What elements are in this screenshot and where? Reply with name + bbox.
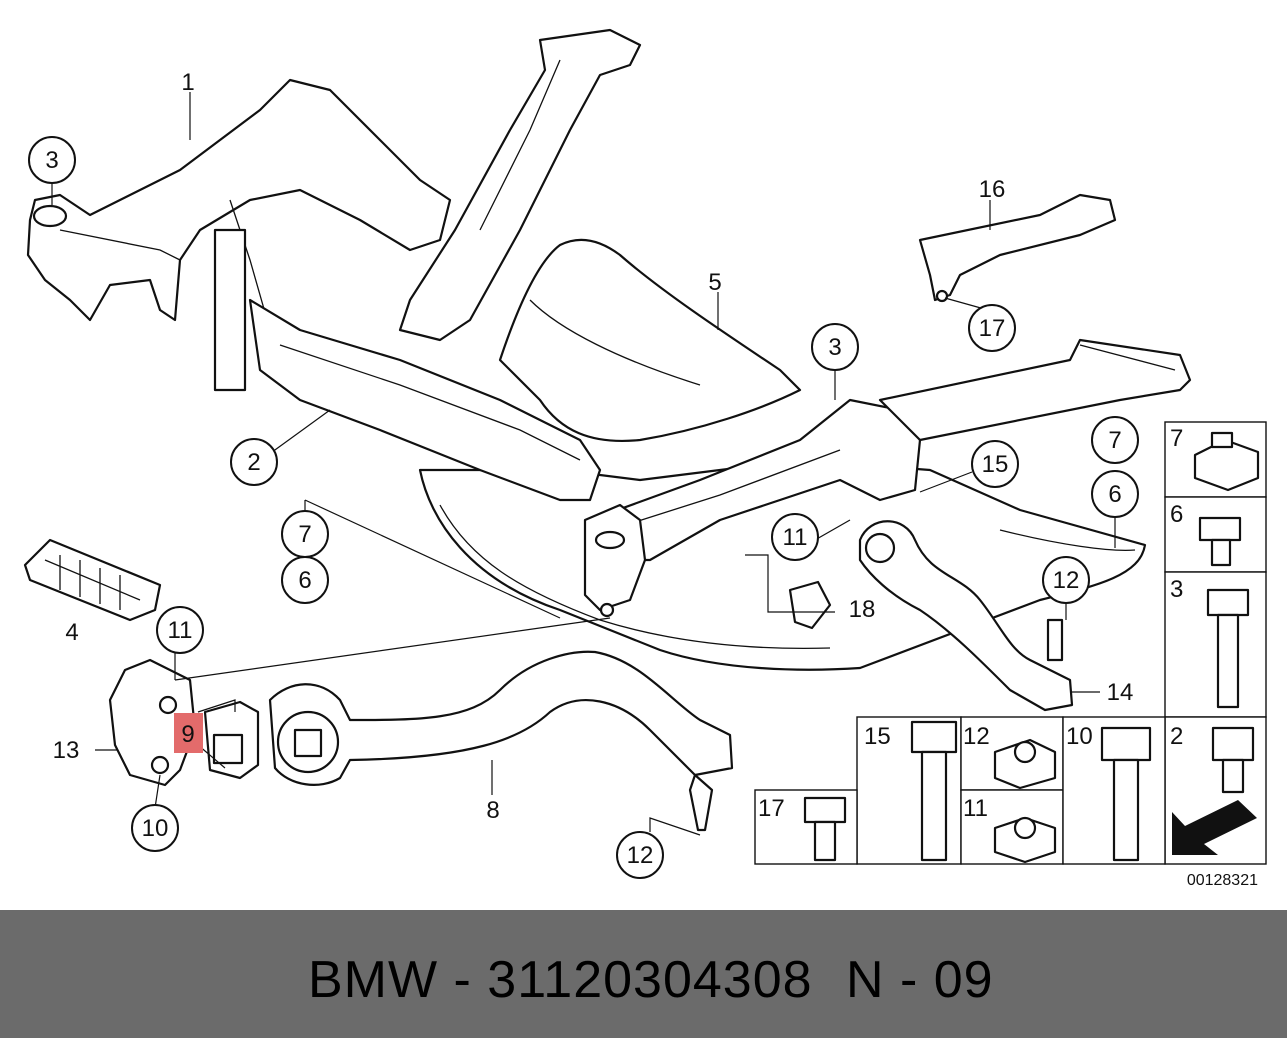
label-13: 13 bbox=[53, 737, 80, 764]
label-14: 14 bbox=[1107, 679, 1134, 706]
svg-text:11: 11 bbox=[783, 524, 808, 551]
part-4-grille bbox=[23, 538, 162, 622]
svg-text:6: 6 bbox=[1108, 481, 1121, 508]
right-extension-arm bbox=[878, 338, 1192, 442]
callout-17: 17 bbox=[968, 304, 1016, 352]
wishbone bbox=[858, 520, 1074, 712]
subframe-long-arm bbox=[398, 28, 642, 342]
svg-text:6: 6 bbox=[298, 567, 311, 594]
callout-15: 15 bbox=[971, 440, 1019, 488]
callout-3a: 3 bbox=[28, 136, 76, 184]
front-cross-beam bbox=[248, 298, 602, 502]
highlight-part-9: 9 bbox=[174, 713, 203, 753]
svg-text:10: 10 bbox=[1066, 723, 1093, 750]
footer-code: N - 09 bbox=[846, 951, 994, 1009]
fastener-legend: 7 6 3 2 15 12 11 10 17 bbox=[754, 421, 1267, 865]
svg-text:3: 3 bbox=[828, 334, 841, 361]
callout-2: 2 bbox=[230, 438, 278, 486]
callout-7a: 7 bbox=[281, 510, 329, 558]
callout-12a: 12 bbox=[616, 831, 664, 879]
right-cross-beam bbox=[588, 398, 922, 562]
mount-block bbox=[583, 503, 647, 612]
svg-text:6: 6 bbox=[1170, 501, 1183, 528]
callout-11b: 11 bbox=[771, 513, 819, 561]
diagram-id: 00128321 bbox=[1187, 872, 1258, 889]
label-5: 5 bbox=[708, 269, 721, 296]
crossmember-tunnel bbox=[498, 238, 802, 442]
label-4: 4 bbox=[65, 619, 78, 646]
svg-text:7: 7 bbox=[1170, 425, 1183, 452]
callout-11a: 11 bbox=[156, 606, 204, 654]
label-8: 8 bbox=[486, 797, 499, 824]
label-16: 16 bbox=[979, 176, 1006, 203]
svg-text:2: 2 bbox=[247, 449, 260, 476]
part-16-bracket bbox=[918, 193, 1117, 302]
callout-6b: 6 bbox=[1091, 470, 1139, 518]
svg-text:17: 17 bbox=[979, 315, 1006, 342]
callout-10: 10 bbox=[131, 804, 179, 852]
svg-text:11: 11 bbox=[963, 795, 988, 822]
svg-text:17: 17 bbox=[758, 795, 785, 822]
svg-text:11: 11 bbox=[168, 617, 193, 644]
svg-text:10: 10 bbox=[142, 815, 169, 842]
svg-text:15: 15 bbox=[982, 451, 1009, 478]
footer-title: BMW - 31120304308 bbox=[308, 951, 813, 1009]
svg-text:12: 12 bbox=[963, 723, 990, 750]
callout-6a: 6 bbox=[281, 556, 329, 604]
part-18-cap bbox=[788, 580, 832, 630]
footer-bar bbox=[0, 910, 1287, 1038]
arrow-icon bbox=[1172, 800, 1257, 855]
callout-12b: 12 bbox=[1042, 556, 1090, 604]
subframe-left-bracket bbox=[26, 78, 452, 322]
callout-7b: 7 bbox=[1091, 416, 1139, 464]
control-arm bbox=[268, 650, 734, 786]
svg-text:12: 12 bbox=[627, 842, 654, 869]
svg-text:3: 3 bbox=[45, 147, 58, 174]
exploded-parts-diagram: 3 2 7 6 11 10 12 3 17 7 6 15 bbox=[23, 28, 1267, 889]
callout-3b: 3 bbox=[811, 323, 859, 371]
svg-text:12: 12 bbox=[1053, 567, 1080, 594]
svg-text:7: 7 bbox=[1108, 427, 1121, 454]
svg-text:15: 15 bbox=[864, 723, 891, 750]
label-18: 18 bbox=[849, 596, 876, 623]
svg-text:9: 9 bbox=[181, 721, 194, 748]
svg-text:7: 7 bbox=[298, 521, 311, 548]
label-1: 1 bbox=[181, 69, 194, 96]
svg-text:2: 2 bbox=[1170, 723, 1183, 750]
svg-text:3: 3 bbox=[1170, 576, 1183, 603]
